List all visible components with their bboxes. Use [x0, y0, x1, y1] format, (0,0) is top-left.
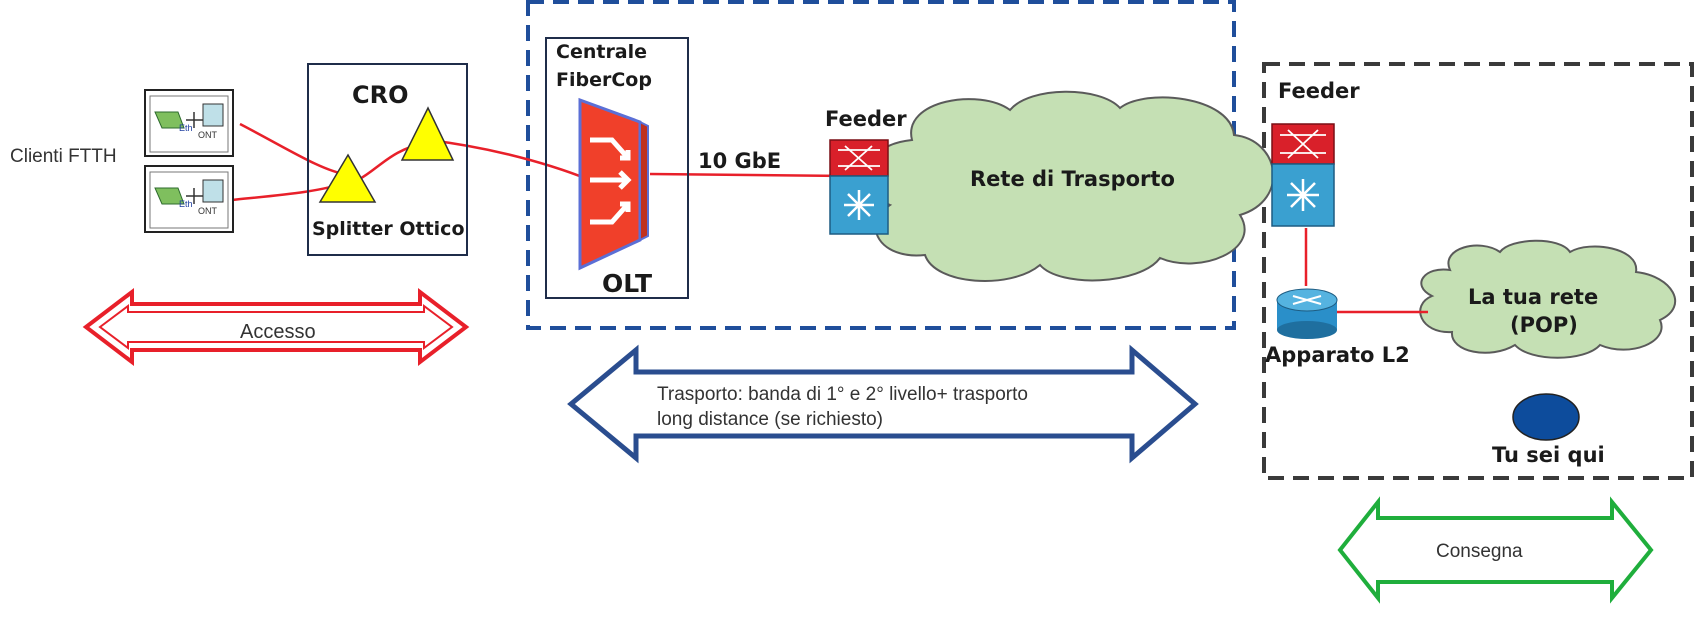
- fiber-client1-splitter: [239, 122, 349, 177]
- fiber-olt-feeder: [649, 172, 849, 178]
- olt-device-icon: [578, 97, 649, 271]
- feeder-right-label: Feeder: [1278, 79, 1360, 103]
- l2-device-label: Apparato L2: [1265, 343, 1410, 367]
- transport-arrow: [567, 344, 1199, 464]
- cro-box: [307, 63, 468, 256]
- transport-arrow-label-line1: Trasporto: banda di 1° e 2° livello+ tra…: [657, 384, 1028, 405]
- your-network-label-line1: La tua rete: [1468, 285, 1598, 309]
- olt-arrow-icon: [590, 170, 632, 190]
- access-arrow: [82, 287, 470, 367]
- transport-network-cloud: [864, 90, 1275, 282]
- ont-eth-label: Eth: [179, 123, 193, 133]
- ont-label: ONT: [198, 206, 218, 216]
- you-are-here-marker: [1512, 393, 1580, 441]
- ont-screen-icon: [202, 103, 224, 127]
- delivery-arrow-label: Consegna: [1436, 541, 1523, 562]
- olt-arrow-icon: [590, 201, 631, 225]
- delivery-arrow: [1337, 496, 1654, 604]
- l2-router-icon: [1276, 288, 1338, 339]
- splitter-triangle-2: [400, 106, 455, 161]
- your-network-label-line2: (POP): [1510, 313, 1578, 337]
- olt-label: OLT: [602, 269, 652, 298]
- splitter-label: Splitter Ottico: [312, 218, 465, 240]
- central-label-line2: FiberCop: [556, 69, 652, 91]
- splitter-triangle-1: [318, 153, 377, 203]
- central-label-line1: Centrale: [556, 41, 647, 63]
- ont-label: ONT: [198, 130, 218, 140]
- ont-device-1: Eth ONT: [144, 89, 234, 157]
- cro-label: CRO: [352, 81, 409, 109]
- pop-frame: [1262, 62, 1694, 480]
- feeder-switch-left-icon: [829, 139, 889, 235]
- transport-arrow-label-line2: long distance (se richiesto): [657, 409, 883, 430]
- access-arrow-label: Accesso: [240, 321, 316, 343]
- feeder-left-label: Feeder: [825, 107, 907, 131]
- link-speed-label: 10 GbE: [698, 149, 781, 173]
- fiber-splitter-olt: [427, 138, 591, 182]
- you-are-here-label: Tu sei qui: [1492, 443, 1605, 467]
- ont-connector-icon: [154, 187, 185, 205]
- central-office-frame: [526, 0, 1236, 330]
- central-office-box: [545, 37, 689, 299]
- ont-device-2: Eth ONT: [144, 165, 234, 233]
- ont-screen-icon: [202, 179, 224, 203]
- ont-eth-label: Eth: [179, 199, 193, 209]
- olt-arrow-icon: [590, 137, 631, 161]
- transport-network-label: Rete di Trasporto: [970, 167, 1175, 191]
- ont-connector-icon: [154, 111, 185, 129]
- clients-label: Clienti FTTH: [10, 146, 117, 167]
- feeder-switch-right-icon: [1271, 123, 1335, 227]
- customer-network-cloud: [1419, 239, 1677, 359]
